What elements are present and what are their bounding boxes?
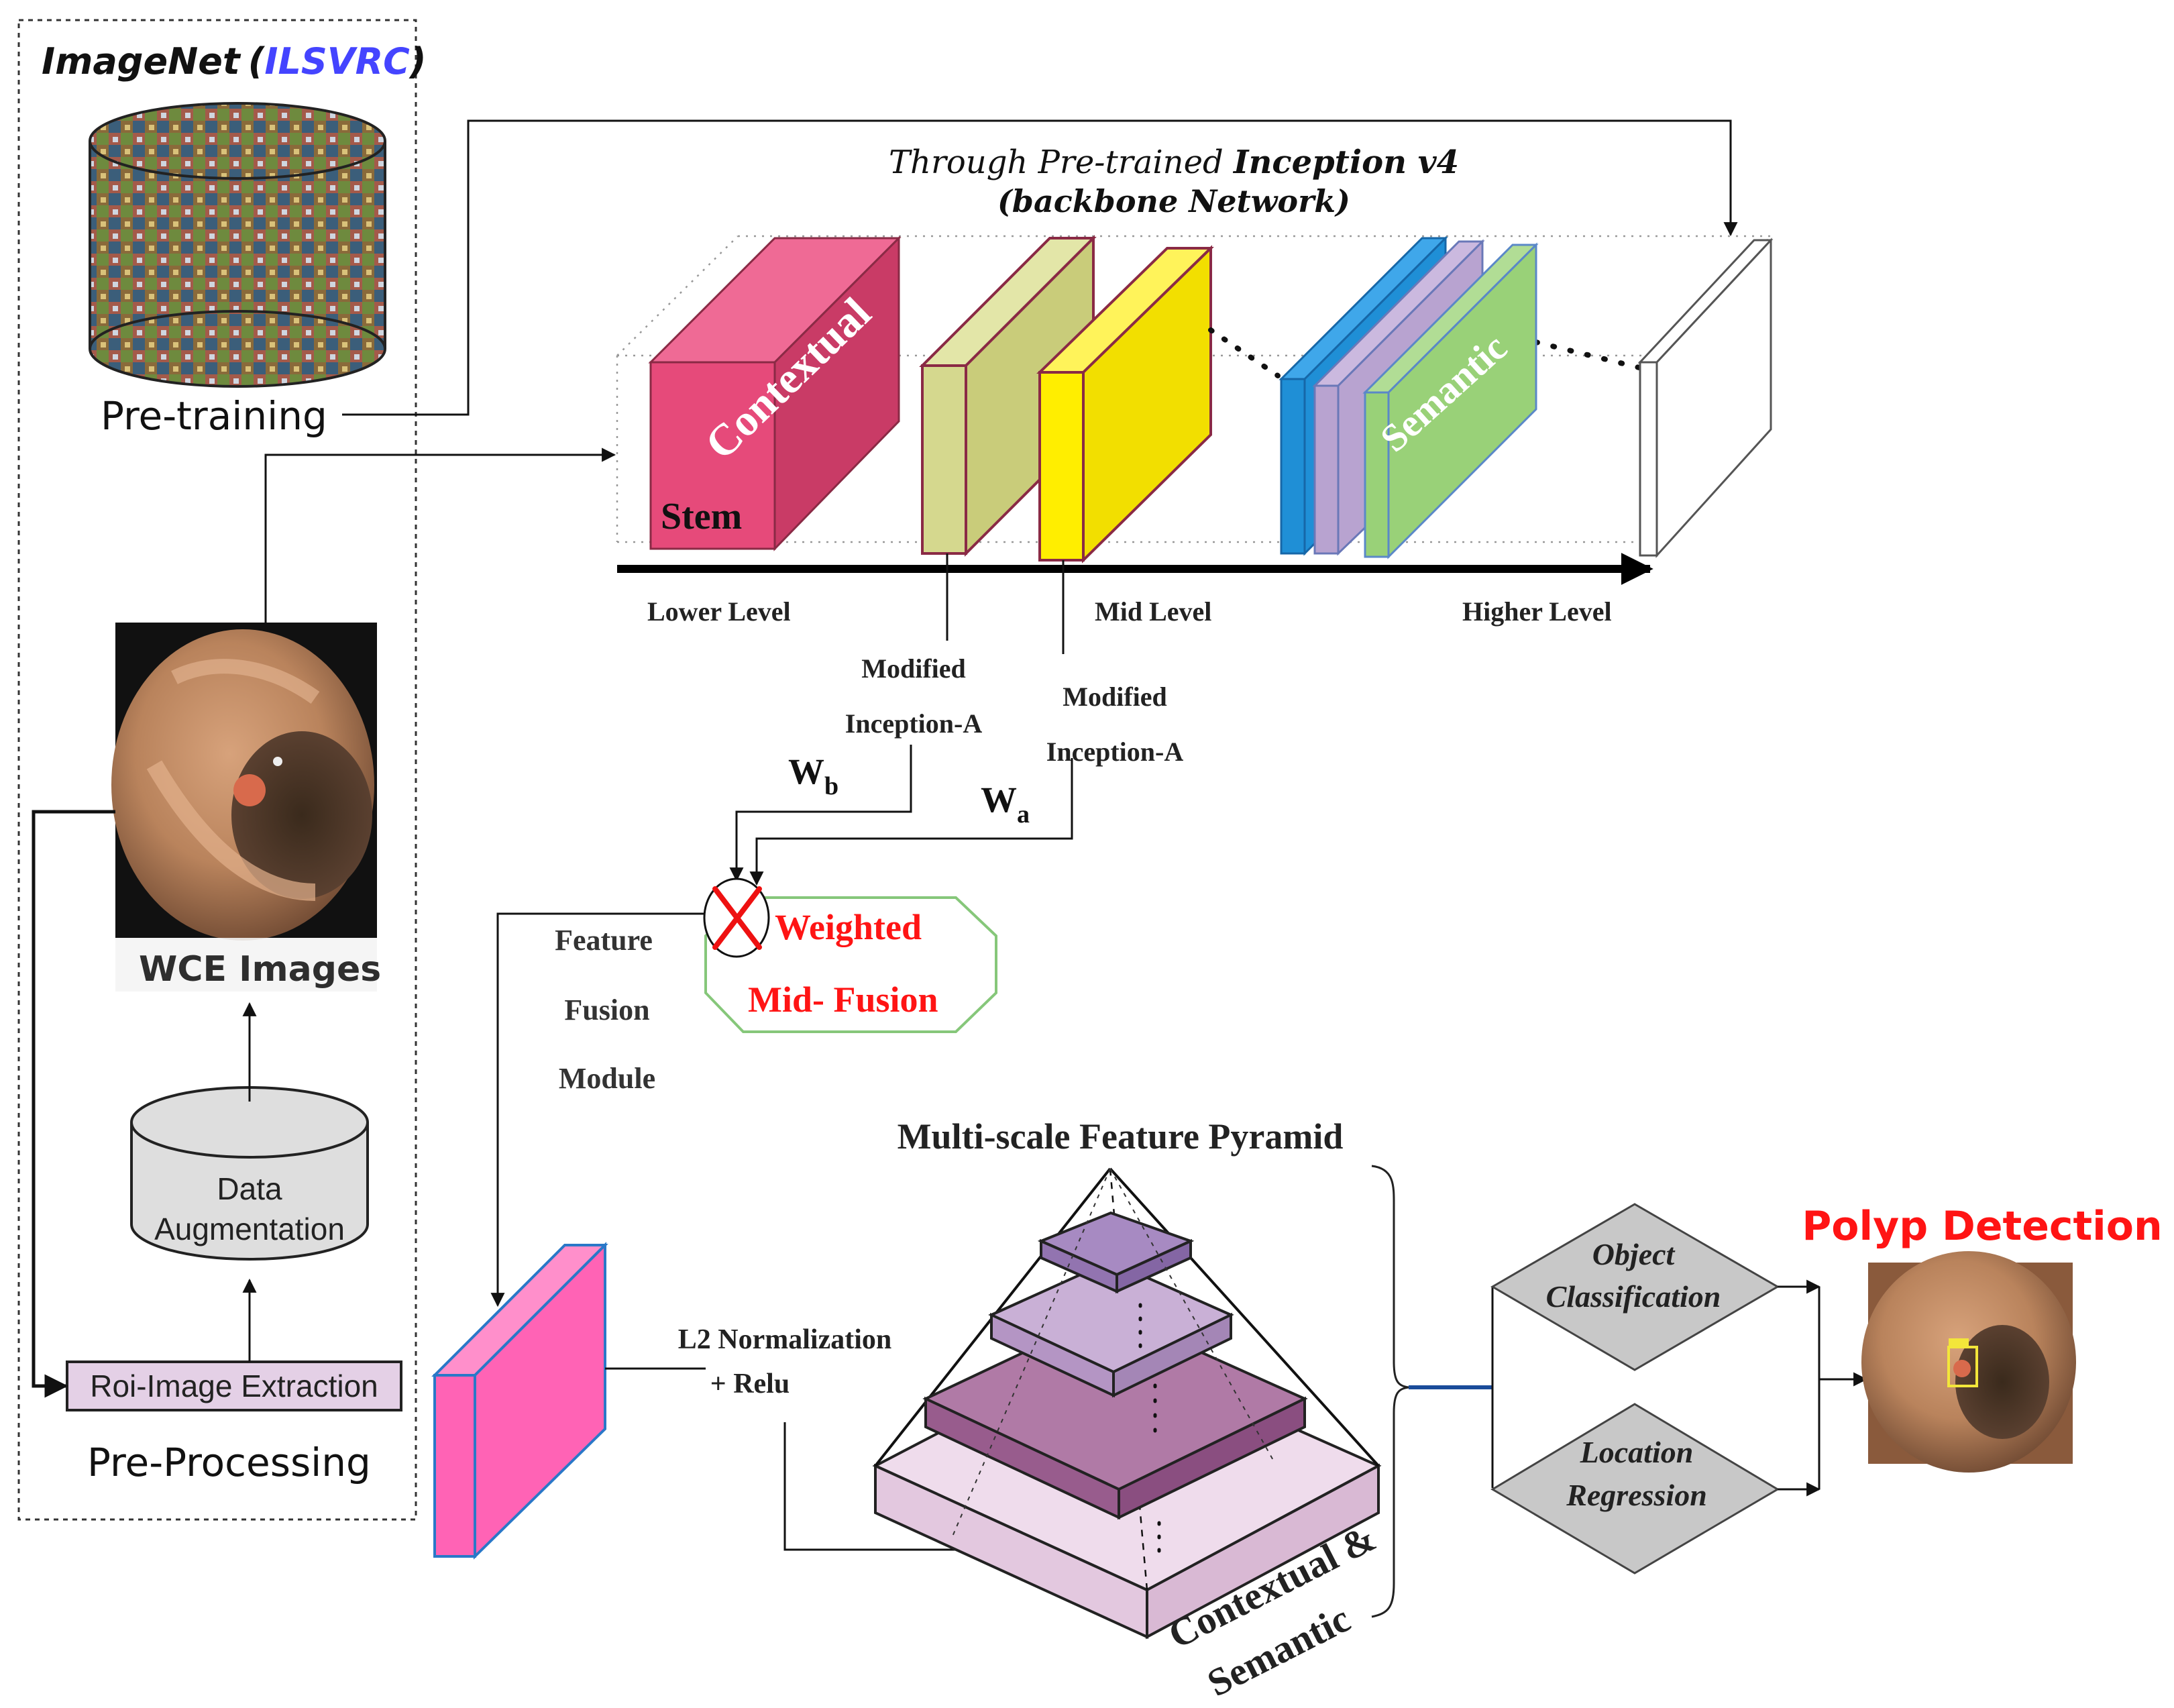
l2-normalization-line2: + Relu xyxy=(710,1369,790,1399)
continuation-dots-1 xyxy=(1208,327,1281,378)
stem-label: Stem xyxy=(661,496,742,537)
backbone-outline xyxy=(616,235,1772,543)
weighted-fusion-line1: Weighted xyxy=(775,907,922,947)
wce-images-label: WCE Images xyxy=(139,949,381,990)
modified-inception-a-block-2 xyxy=(1036,245,1214,564)
imagenet-title: ImageNet(ILSVRC) xyxy=(42,40,427,83)
modified-inception-a2-line2: Inception-A xyxy=(1046,737,1184,767)
location-regression-line2: Regression xyxy=(1566,1478,1707,1512)
object-classification-line1: Object xyxy=(1592,1237,1676,1271)
modified-inception-a1-line2: Inception-A xyxy=(845,708,983,739)
semantic-block xyxy=(1362,242,1539,559)
data-augmentation-line2: Augmentation xyxy=(154,1212,345,1246)
modified-inception-a2-line1: Modified xyxy=(1063,682,1167,712)
pretraining-label: Pre-training xyxy=(101,393,327,439)
polyp-detection-image xyxy=(1861,1251,2076,1473)
higher-level-label: Higher Level xyxy=(1462,596,1612,627)
final-output-block xyxy=(1637,237,1774,558)
arrow-wce-to-roi xyxy=(32,810,115,1398)
l2-to-pyramid-line xyxy=(783,1422,959,1551)
arrow-wb-to-fusion xyxy=(729,745,912,882)
imagenet-database-icon xyxy=(89,102,386,388)
object-classification-line2: Classification xyxy=(1546,1279,1721,1314)
lower-level-label: Lower Level xyxy=(647,596,791,627)
fused-feature-block xyxy=(431,1242,608,1560)
weighted-fusion-line2: Mid- Fusion xyxy=(748,979,938,1020)
feature-pyramid xyxy=(872,1167,1382,1640)
backbone-title-line2: (backbone Network) xyxy=(997,183,1350,219)
l2-normalization-line1: L2 Normalization xyxy=(678,1324,891,1355)
feature-fusion-module-line3: Module xyxy=(559,1062,655,1095)
arrow-wa-to-fusion xyxy=(749,758,1073,886)
pyramid-brace xyxy=(1371,1165,1409,1618)
weight-wb: Wb xyxy=(788,751,838,800)
detection-bounding-box xyxy=(1947,1346,1978,1387)
arrow-wce-to-backbone xyxy=(264,447,616,623)
preprocessing-panel-border xyxy=(17,19,417,1521)
data-augmentation-line1: Data xyxy=(217,1171,282,1206)
preprocessing-label: Pre-Processing xyxy=(87,1440,371,1485)
wce-image xyxy=(111,623,377,992)
polyp-detection-title: Polyp Detection xyxy=(1802,1203,2162,1250)
pyramid-title: Multi-scale Feature Pyramid xyxy=(898,1116,1344,1157)
feature-fusion-module-line1: Feature xyxy=(555,924,653,957)
weight-wa: Wa xyxy=(981,780,1030,829)
location-regression-line1: Location xyxy=(1580,1435,1694,1469)
arrow-pretraining-to-backbone xyxy=(342,119,1738,416)
arrow-fusion-to-feature-map xyxy=(490,912,704,1307)
backbone-title-line1: Through Pre-trained Inception v4 xyxy=(889,144,1459,181)
weighted-mid-fusion-octagon xyxy=(704,896,997,1033)
feature-fusion-module-line2: Fusion xyxy=(564,994,649,1026)
stem-block xyxy=(648,235,902,551)
modified-inception-a1-line1: Modified xyxy=(861,653,966,684)
multiply-icon xyxy=(712,886,762,950)
modified-inception-a-block-1 xyxy=(919,235,1097,557)
mid-level-label: Mid Level xyxy=(1095,596,1211,627)
data-augmentation-database xyxy=(130,1086,369,1261)
continuation-dots-2 xyxy=(1533,339,1653,373)
roi-extraction-label: Roi-Image Extraction xyxy=(90,1369,378,1403)
